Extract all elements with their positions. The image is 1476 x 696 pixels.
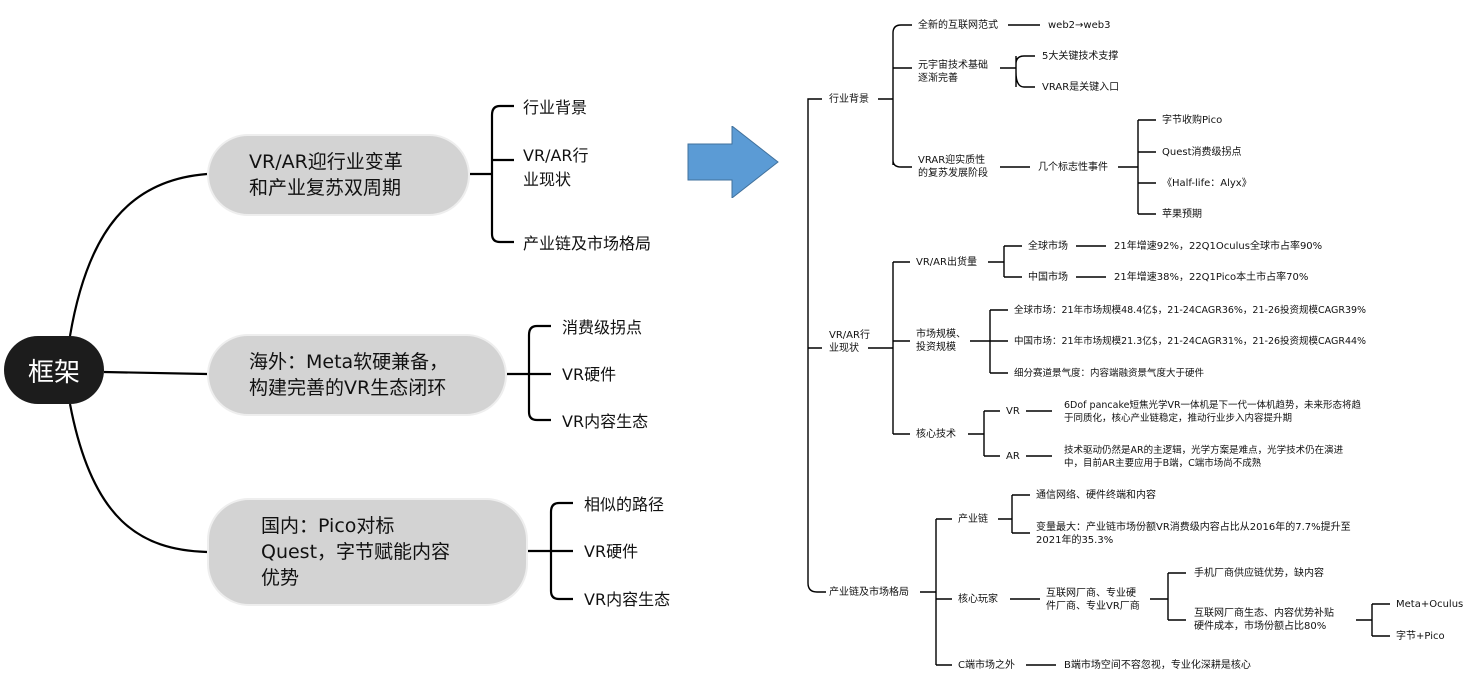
node-phone-makers[interactable]: 手机厂商供应链优势，缺内容: [1194, 568, 1324, 579]
branch-overseas-meta[interactable]: 海外：Meta软硬兼备， 构建完善的VR生态闭环: [207, 334, 507, 416]
child-consumer-inflection[interactable]: 消费级拐点: [562, 318, 643, 337]
branch-vrar-cycle-label: VR/AR迎行业变革 和产业复苏双周期: [249, 151, 403, 199]
event-half-life[interactable]: 《Half-life：Alyx》: [1162, 178, 1252, 189]
node-sub-tracks[interactable]: 细分赛道景气度：内容端融资景气度大于硬件: [1014, 368, 1205, 379]
node-market-size[interactable]: 市场规模、 投资规模: [916, 329, 966, 353]
root-link-1: [68, 172, 208, 337]
node-china-market[interactable]: 中国市场: [1028, 272, 1068, 283]
node-global-market[interactable]: 全球市场: [1028, 241, 1068, 252]
node-metaverse-base[interactable]: 元宇宙技术基础 逐渐完善: [918, 60, 988, 84]
node-vr-desc[interactable]: 6Dof pancake短焦光学VR一体机是下一代一体机趋势，未来形态将趋 于同…: [1064, 400, 1362, 424]
node-global-growth[interactable]: 21年增速92%，22Q1Oculus全球市占率90%: [1114, 241, 1323, 252]
node-industry-chain[interactable]: 产业链: [958, 514, 988, 525]
node-global-size[interactable]: 全球市场：21年市场规模48.4亿$，21-24CAGR36%，21-26投资规…: [1014, 305, 1367, 316]
child-industry-background[interactable]: 行业背景: [523, 98, 588, 117]
node-bytedance-pico[interactable]: 字节+Pico: [1396, 631, 1445, 642]
node-players[interactable]: 核心玩家: [958, 594, 998, 605]
node-core-tech[interactable]: 核心技术: [916, 429, 956, 440]
event-apple-expectation[interactable]: 苹果预期: [1162, 209, 1202, 220]
node-player-types[interactable]: 互联网厂商、专业硬 件厂商、专业VR厂商: [1046, 588, 1140, 612]
root-link-3: [68, 403, 208, 554]
event-bytedance-pico[interactable]: 字节收购Pico: [1162, 115, 1223, 126]
node-vr[interactable]: VR: [1006, 406, 1020, 417]
node-internet-makers[interactable]: 互联网厂商生态、内容优势补贴 硬件成本，市场份额占比80%: [1194, 608, 1334, 632]
node-chain-parts[interactable]: 通信网络、硬件终端和内容: [1036, 490, 1156, 501]
child-similar-path[interactable]: 相似的路径: [584, 495, 665, 514]
node-five-tech[interactable]: 5大关键技术支撑: [1042, 51, 1119, 62]
child-vr-hardware-2[interactable]: VR硬件: [584, 542, 639, 561]
node-ar-desc[interactable]: 技术驱动仍然是AR的主逻辑，光学方案是难点，光学技术仍在演进 中，目前AR主要应…: [1064, 445, 1344, 469]
node-events[interactable]: 几个标志性事件: [1038, 162, 1108, 173]
node-china-growth[interactable]: 21年增速38%，22Q1Pico本土市占率70%: [1114, 272, 1309, 283]
root-node[interactable]: 框架: [4, 336, 104, 404]
node-meta-oculus[interactable]: Meta+Oculus: [1396, 599, 1464, 610]
node-ar[interactable]: AR: [1006, 451, 1020, 462]
node-chain-change[interactable]: 变量最大：产业链市场份额VR消费级内容占比从2016年的7.7%提升至 2021…: [1036, 522, 1351, 546]
root-link-2: [103, 370, 208, 376]
child-chain-market[interactable]: 产业链及市场格局: [523, 234, 652, 253]
node-new-paradigm[interactable]: 全新的互联网范式: [918, 20, 998, 31]
branch-domestic-pico-label: 国内：Pico对标 Quest，字节赋能内容 优势: [261, 515, 451, 589]
child-vr-hardware-1[interactable]: VR硬件: [562, 365, 617, 384]
right-arrow-icon: [687, 126, 779, 198]
node-web2-web3[interactable]: web2→web3: [1048, 20, 1111, 31]
node-shipments[interactable]: VR/AR出货量: [916, 257, 977, 268]
node-recovery-stage[interactable]: VRAR迎实质性 的复苏发展阶段: [918, 155, 988, 179]
branch-vrar-cycle[interactable]: VR/AR迎行业变革 和产业复苏双周期: [207, 134, 470, 216]
node-chain-market[interactable]: 产业链及市场格局: [829, 587, 909, 598]
node-vrar-status[interactable]: VR/AR行 业现状: [829, 330, 870, 354]
node-b-end[interactable]: B端市场空间不容忽视，专业化深耕是核心: [1064, 660, 1251, 671]
event-quest-inflection[interactable]: Quest消费级拐点: [1162, 147, 1242, 158]
node-industry-background[interactable]: 行业背景: [829, 94, 869, 105]
node-c-end[interactable]: C端市场之外: [958, 660, 1015, 671]
branch-domestic-pico[interactable]: 国内：Pico对标 Quest，字节赋能内容 优势: [207, 498, 528, 606]
child-vrar-status[interactable]: VR/AR行 业现状: [523, 146, 589, 189]
branch-overseas-meta-label: 海外：Meta软硬兼备， 构建完善的VR生态闭环: [249, 351, 449, 399]
child-vr-content-2[interactable]: VR内容生态: [584, 590, 671, 609]
node-vrar-entry[interactable]: VRAR是关键入口: [1042, 82, 1120, 93]
child-vr-content-1[interactable]: VR内容生态: [562, 412, 649, 431]
node-china-size[interactable]: 中国市场：21年市场规模21.3亿$，21-24CAGR31%，21-26投资规…: [1014, 336, 1367, 347]
